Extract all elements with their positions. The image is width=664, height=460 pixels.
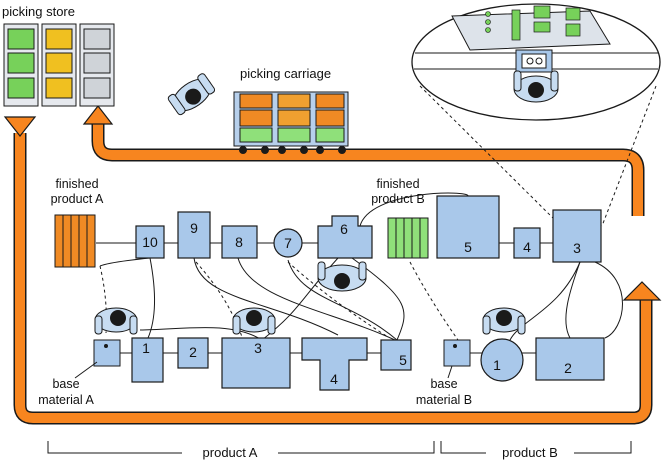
machine-a-5 (380, 339, 412, 371)
machine-a-2-label: 2 (189, 344, 197, 360)
base-material-a-box (93, 339, 121, 367)
machine-b-3-label: 3 (573, 240, 581, 256)
operator-icon (94, 307, 138, 335)
machine-7 (273, 228, 303, 258)
finished-product-a: finished product A (51, 177, 104, 268)
magnifier-icon (411, 3, 661, 227)
operator-icon (167, 73, 216, 116)
finished-product-b: finished product B (371, 177, 429, 259)
product-a-bracket-label: product A (203, 445, 258, 460)
machine-8-label: 8 (235, 234, 243, 250)
lower-row-machines: 1 2 3 4 5 1 2 (93, 337, 605, 391)
upper-row-machines: 10 9 8 7 6 5 4 3 (135, 195, 602, 263)
machine-b-2 (535, 337, 605, 381)
conveyor-arrow-up-icon (82, 105, 114, 125)
picking-carriage-label: picking carriage (240, 66, 331, 81)
base-material-a-label-line2: material A (38, 393, 94, 407)
machine-a-3-label: 3 (254, 340, 262, 356)
product-b-bracket-label: product B (502, 445, 558, 460)
machine-6 (317, 215, 373, 259)
machine-10-label: 10 (142, 234, 158, 250)
machine-a-3 (221, 337, 291, 389)
picking-carriage: picking carriage (233, 66, 349, 154)
picking-store-label: picking store (2, 4, 75, 19)
picking-store: picking store (2, 4, 115, 107)
base-material-b-label-line1: base (430, 377, 457, 391)
product-b-bracket: product B (440, 441, 632, 460)
machine-b-5 (436, 195, 500, 259)
base-material-a-label-line1: base (52, 377, 79, 391)
machine-b-4 (513, 227, 541, 259)
carriage-icon (233, 91, 349, 154)
machine-b-5-label: 5 (464, 239, 472, 255)
machine-b-3 (552, 209, 602, 263)
machine-a-1-label: 1 (142, 340, 150, 356)
machine-a-4 (301, 337, 368, 391)
operator-icon (482, 307, 526, 335)
operator-icon (232, 307, 276, 335)
machine-a-5-label: 5 (399, 352, 407, 368)
machine-b-1 (480, 338, 524, 382)
conveyor-arrow-up-icon (622, 281, 662, 301)
machine-6-label: 6 (340, 221, 348, 237)
flow-lines (96, 192, 623, 354)
machine-a-4-label: 4 (330, 371, 338, 387)
machine-9 (177, 211, 211, 259)
finished-product-b-label-line2: product B (371, 192, 425, 206)
finished-product-b-label-line1: finished (376, 177, 419, 191)
base-material-b-label-line2: material B (416, 393, 472, 407)
machine-b-2-label: 2 (564, 360, 572, 376)
machine-b-1-label: 1 (493, 357, 501, 373)
machine-7-label: 7 (284, 235, 292, 251)
machine-a-2 (177, 337, 209, 369)
rack-icon (3, 23, 115, 107)
machine-10 (135, 225, 165, 259)
finished-product-a-label-line2: product A (51, 192, 104, 206)
machine-8 (221, 225, 258, 259)
conveyor-arrow-down-icon (3, 116, 37, 137)
finished-product-a-label-line1: finished (55, 177, 98, 191)
operator-icon (317, 261, 367, 292)
machine-b-4-label: 4 (523, 239, 531, 255)
conveyor-loop (3, 105, 662, 425)
machine-a-1 (131, 337, 164, 383)
product-a-bracket: product A (47, 441, 435, 460)
base-material-b-box (443, 339, 471, 367)
machine-9-label: 9 (190, 220, 198, 236)
